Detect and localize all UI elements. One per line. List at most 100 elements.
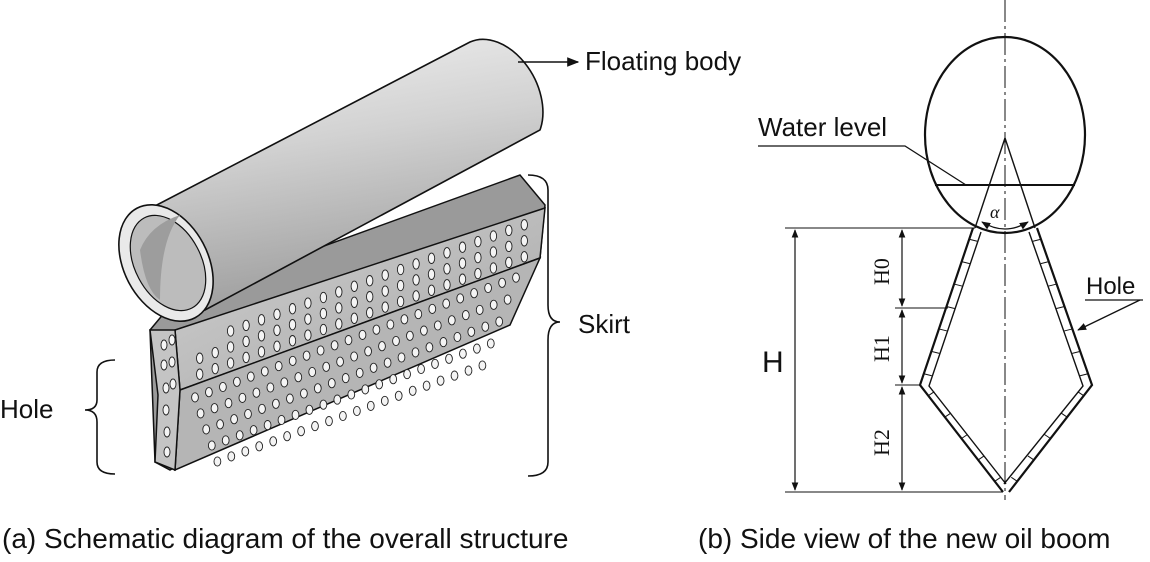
skirt-hole bbox=[304, 297, 312, 309]
skirt-hole bbox=[335, 318, 343, 330]
skirt-hole bbox=[273, 340, 281, 352]
skirt-hole bbox=[495, 316, 504, 327]
wall-hole-tick bbox=[944, 412, 952, 418]
alpha-label: α bbox=[990, 202, 1000, 222]
floating-body-callout: Floating body bbox=[518, 46, 741, 76]
skirt-holes-upper bbox=[196, 219, 528, 380]
wall-hole-tick bbox=[1048, 283, 1057, 287]
skirt-hole bbox=[520, 219, 528, 231]
skirt-hole bbox=[163, 426, 171, 438]
skirt-hole bbox=[168, 334, 176, 346]
skirt-hole bbox=[235, 430, 244, 441]
skirt-hole bbox=[366, 291, 374, 303]
wall-hole-tick bbox=[961, 261, 970, 265]
skirt-hole bbox=[505, 224, 513, 237]
skirt-hole bbox=[207, 440, 216, 451]
wall-hole-tick bbox=[1044, 434, 1051, 439]
wall-hole-tick bbox=[1072, 350, 1081, 354]
skirt-hole bbox=[366, 307, 374, 319]
skirt-hole bbox=[224, 398, 233, 409]
skirt-hole bbox=[252, 387, 261, 398]
skirt-hole bbox=[412, 290, 420, 302]
water-level-leader bbox=[758, 145, 967, 186]
skirt-hole bbox=[403, 369, 411, 380]
skirt-hole bbox=[196, 368, 204, 380]
skirt-hole bbox=[319, 307, 328, 320]
skirt-hole bbox=[336, 356, 344, 367]
skirt-hole bbox=[246, 371, 255, 382]
skirt-hole bbox=[227, 451, 236, 462]
skirt-hole bbox=[378, 341, 386, 352]
skirt-hole bbox=[226, 341, 235, 353]
skirt-hole bbox=[380, 395, 389, 406]
wall-hole-tick bbox=[1040, 261, 1049, 265]
wall-hole-tick bbox=[1060, 412, 1068, 418]
skirt-hole bbox=[406, 330, 414, 341]
skirt-hole bbox=[453, 331, 462, 343]
hole-leader-b bbox=[1077, 299, 1141, 331]
skirt-hole bbox=[442, 298, 451, 309]
dim-H1-label: H1 bbox=[869, 335, 894, 362]
skirt-hole bbox=[478, 360, 487, 371]
skirt-hole bbox=[339, 410, 347, 422]
skirt-hole bbox=[269, 436, 278, 447]
wall-hole-tick bbox=[938, 328, 948, 332]
skirt-hole bbox=[505, 256, 513, 269]
wall-hole-tick bbox=[1064, 328, 1073, 332]
skirt-hole bbox=[226, 357, 235, 369]
skirt-hole bbox=[258, 403, 266, 414]
skirt-hole bbox=[489, 246, 498, 258]
skirt-hole bbox=[216, 419, 224, 430]
skirt-hole bbox=[211, 362, 219, 375]
skirt-hole bbox=[319, 323, 328, 336]
skirt-hole bbox=[372, 324, 381, 335]
skirt-hole bbox=[219, 381, 227, 393]
skirt-hole bbox=[474, 267, 482, 280]
skirt-hole bbox=[319, 399, 328, 410]
skirt-hole bbox=[456, 293, 465, 304]
skirt-hole bbox=[475, 304, 484, 315]
skirt-hole bbox=[316, 345, 325, 356]
wall-hole-tick bbox=[1011, 476, 1018, 482]
skirt-hole bbox=[202, 424, 211, 435]
angle-arc bbox=[981, 221, 1029, 230]
skirt-bracket: Skirt bbox=[527, 174, 631, 477]
skirt-hole bbox=[260, 366, 269, 377]
wall-hole-tick bbox=[923, 373, 932, 377]
wall-hole-tick bbox=[946, 306, 955, 309]
wall-hole-marks bbox=[923, 238, 1089, 482]
skirt-hole bbox=[489, 230, 498, 242]
skirt-hole bbox=[319, 291, 328, 304]
skirt-hole bbox=[505, 240, 513, 253]
skirt-hole bbox=[489, 262, 498, 274]
wall-hole-tick bbox=[994, 476, 1001, 482]
skirt-hole bbox=[443, 279, 451, 291]
wall-hole-tick bbox=[1077, 391, 1084, 397]
skirt-hole bbox=[458, 273, 467, 285]
skirt-hole bbox=[381, 269, 389, 281]
skirt-hole bbox=[273, 324, 281, 336]
wall-hole-tick bbox=[953, 283, 963, 287]
skirt-hole bbox=[274, 361, 283, 372]
skirt-hole bbox=[443, 247, 451, 259]
skirt-hole bbox=[431, 358, 439, 369]
skirt-hole bbox=[297, 426, 305, 437]
skirt-hole bbox=[230, 414, 238, 425]
skirt-hole bbox=[163, 446, 171, 458]
skirt-hole bbox=[325, 416, 333, 427]
skirt-hole bbox=[417, 363, 425, 375]
skirt-hole bbox=[486, 338, 495, 349]
angle-line-right bbox=[1004, 137, 1036, 229]
skirt-hole bbox=[445, 353, 453, 364]
hole-bracket-a: Hole bbox=[0, 359, 116, 475]
dim-H0-label: H0 bbox=[869, 258, 894, 285]
boom-wall-left bbox=[918, 227, 1007, 493]
skirt-hole bbox=[427, 284, 436, 296]
caption-b: (b) Side view of the new oil boom bbox=[698, 523, 1110, 554]
skirt-hole bbox=[196, 408, 205, 419]
wall-hole-tick bbox=[1056, 306, 1065, 309]
skirt-hole bbox=[335, 286, 343, 298]
skirt-hole bbox=[350, 280, 358, 292]
skirt-hole bbox=[481, 321, 490, 332]
wall-hole-tick bbox=[961, 434, 968, 439]
